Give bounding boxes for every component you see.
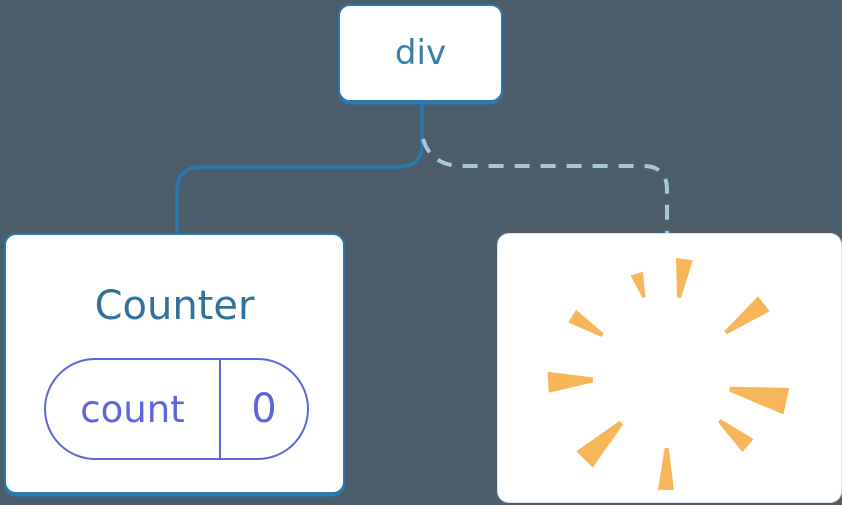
poof-icon <box>547 258 790 491</box>
root-div-node: div <box>338 4 503 102</box>
removed-component-node <box>497 233 842 503</box>
counter-title: Counter <box>94 283 255 329</box>
poof-wedge <box>658 448 674 491</box>
poof-wedge <box>547 371 594 393</box>
solid-link-line <box>175 101 424 234</box>
dashed-link-line <box>421 138 669 234</box>
poof-wedge <box>729 386 790 415</box>
poof-wedge <box>630 271 646 298</box>
state-name-label: count <box>80 387 185 431</box>
poof-wedge <box>576 420 624 468</box>
poof-wedge <box>676 258 693 298</box>
state-pill-divider <box>219 360 221 458</box>
state-pill: count 0 <box>44 358 309 460</box>
state-value-label: 0 <box>251 386 277 432</box>
poof-wedge <box>718 419 754 452</box>
root-div-label: div <box>394 33 447 73</box>
poof-wedge <box>568 309 604 337</box>
poof-wedge <box>724 296 770 335</box>
counter-component-node: Counter count 0 <box>4 233 345 494</box>
